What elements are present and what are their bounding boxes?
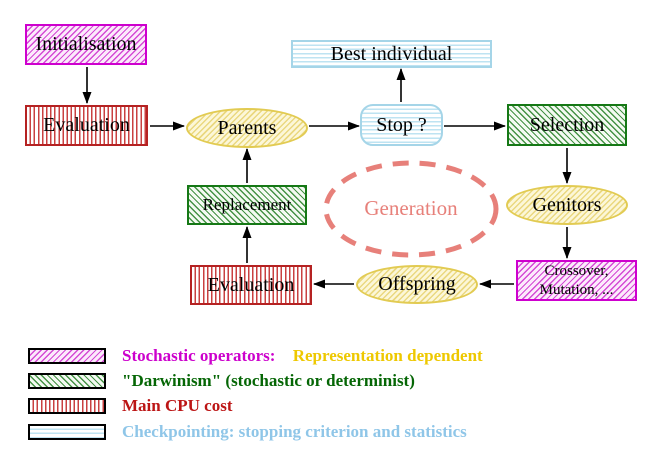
node-best-individual: Best individual	[291, 40, 492, 68]
node-replacement-label: Replacement	[202, 195, 292, 214]
legend-text: Stochastic operators: Representation dep…	[122, 346, 483, 366]
legend-swatch-magenta-diagonal	[28, 348, 106, 364]
legend-swatch-red-vertical	[28, 398, 106, 414]
legend-item-main-cpu-cost: Main CPU cost	[28, 396, 232, 416]
node-stop-label: Stop ?	[376, 113, 427, 136]
node-crossover-mutation: Crossover, Mutation, ...	[516, 260, 637, 301]
legend-text: "Darwinism" (stochastic or determinist)	[122, 371, 415, 391]
legend-stochastic-label: Stochastic operators:	[122, 346, 276, 365]
node-evaluation-bottom-label: Evaluation	[207, 273, 295, 296]
node-evaluation-top-label: Evaluation	[43, 114, 130, 136]
legend-swatch-green-diagonal	[28, 373, 106, 389]
node-genitors-label: Genitors	[532, 193, 602, 216]
legend-darwinism-label: "Darwinism" (stochastic or determinist)	[122, 371, 415, 390]
node-selection-label: Selection	[529, 113, 605, 136]
legend-item-stochastic-operators: Stochastic operators: Representation dep…	[28, 346, 483, 366]
legend-cpu-cost-label: Main CPU cost	[122, 396, 233, 415]
legend-swatch-cyan-horizontal	[28, 424, 106, 440]
legend-item-checkpointing: Checkpointing: stopping criterion and st…	[28, 422, 467, 442]
node-parents: Parents	[186, 108, 308, 148]
generation-label: Generation	[364, 196, 458, 220]
legend-text: Checkpointing: stopping criterion and st…	[122, 422, 467, 442]
node-crossover-line1: Crossover,	[544, 262, 609, 279]
node-evaluation-bottom: Evaluation	[190, 265, 312, 305]
node-parents-label: Parents	[217, 116, 277, 139]
node-offspring: Offspring	[356, 265, 478, 304]
legend-item-darwinism: "Darwinism" (stochastic or determinist)	[28, 371, 415, 391]
legend-text: Main CPU cost	[122, 396, 232, 416]
node-genitors: Genitors	[506, 185, 628, 225]
node-best-individual-label: Best individual	[330, 42, 453, 65]
node-initialisation: Initialisation	[25, 24, 147, 65]
legend-checkpointing-label: Checkpointing: stopping criterion and st…	[122, 422, 467, 441]
node-offspring-label: Offspring	[378, 273, 456, 295]
node-selection: Selection	[507, 104, 627, 146]
legend-representation-label: Representation dependent	[292, 346, 483, 365]
node-evaluation-top: Evaluation	[25, 105, 148, 146]
node-replacement: Replacement	[187, 185, 307, 225]
node-stop: Stop ?	[360, 104, 443, 146]
node-crossover-line2: Mutation, ...	[539, 281, 614, 298]
node-initialisation-label: Initialisation	[35, 33, 137, 55]
